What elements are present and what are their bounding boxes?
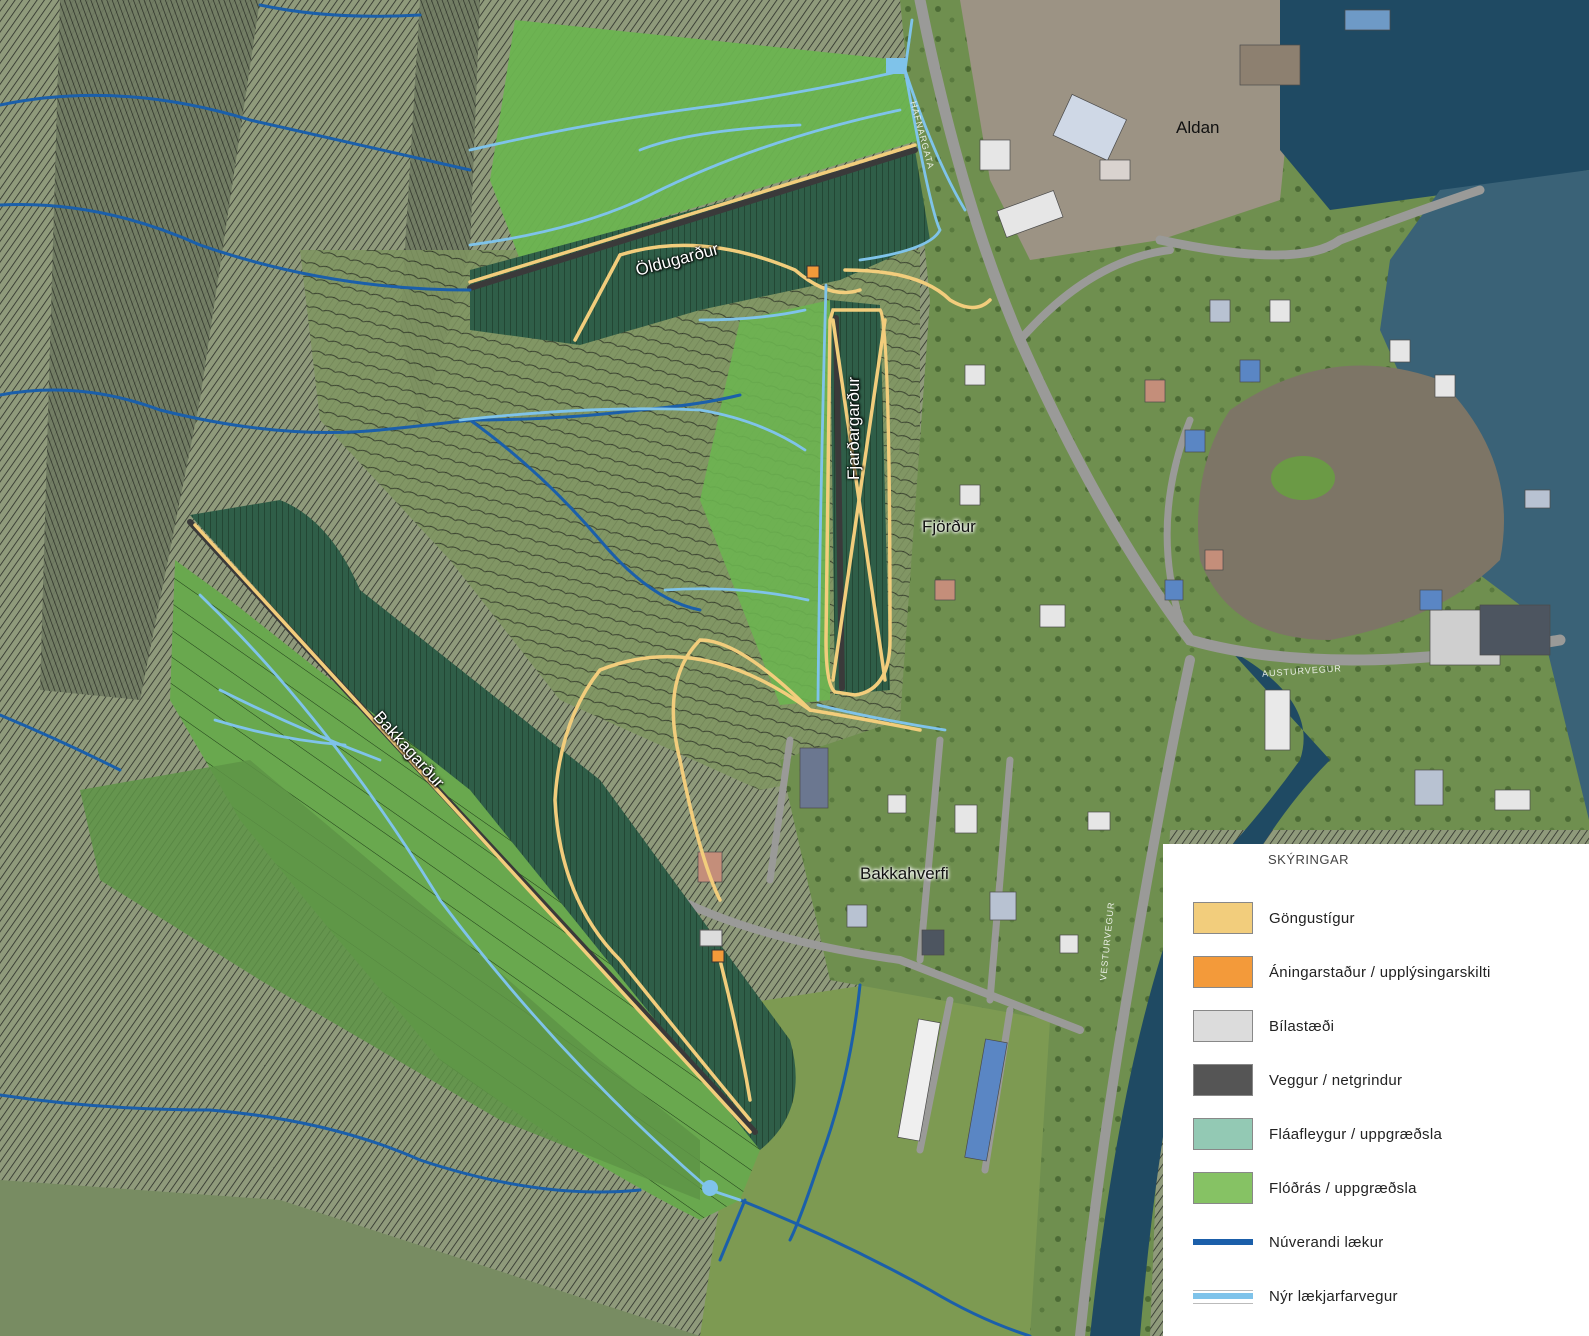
legend-label-nyr_laekjarfarvegur: Nýr lækjarfarvegur [1269,1287,1398,1305]
harbour-basin [1280,0,1589,210]
legend-item-gongustigur: Göngustígur [1193,891,1589,945]
fjardargardur-flood-channel [700,300,830,705]
legend-swatch-nuverandi_laekur [1193,1230,1253,1254]
legend-swatch-flodras [1193,1172,1253,1204]
lagoon-island [1271,456,1335,500]
legend-item-bilastaedi: Bílastæði [1193,999,1589,1053]
buildings [697,9,1551,1162]
walking-paths [193,143,992,1134]
oldugardur-flood-channel [490,20,920,260]
legend-item-flodras: Flóðrás / uppgræðsla [1193,1161,1589,1215]
label-fjardargardur: Fjarðargarður [844,377,863,480]
river [1090,650,1330,1336]
legend-item-nuverandi_laekur: Núverandi lækur [1193,1215,1589,1269]
legend-label-gongustigur: Göngustígur [1269,909,1355,927]
legend-swatch-nyr_laekjarfarvegur [1193,1284,1253,1308]
legend-title: SKÝRINGAR [1268,852,1350,867]
legend-label-aningarstadur: Áningarstaður / upplýsingarskilti [1269,963,1491,981]
legend-label-flaafleygur: Fláafleygur / uppgræðsla [1269,1125,1443,1143]
rest-stop-marker [711,949,725,963]
steep-slope-band [40,0,260,700]
label-aldan: Aldan [1176,118,1220,137]
legend-item-veggur: Veggur / netgrindur [1193,1053,1589,1107]
lower-slope [0,1180,700,1336]
bakkagardur-reclamation [80,760,700,1200]
legend-swatch-bilastaedi [1193,1010,1253,1042]
existing-streams [0,3,1032,1336]
legend-label-nuverandi_laekur: Núverandi lækur [1269,1233,1384,1251]
legend-swatch-veggur [1193,1064,1253,1096]
culvert-marker [702,1180,718,1196]
legend-item-flaafleygur: Fláafleygur / uppgræðsla [1193,1107,1589,1161]
legend-swatch-gongustigur [1193,902,1253,934]
legend-label-bilastaedi: Bílastæði [1269,1017,1335,1035]
label-fjordur: Fjörður [922,517,976,536]
legend-label-flodras: Flóðrás / uppgræðsla [1269,1179,1417,1197]
label-bakkahverfi: Bakkahverfi [860,864,949,883]
parking-marker [699,929,723,947]
culvert-marker [886,58,906,74]
legend-item-nyr_laekjarfarvegur: Nýr lækjarfarvegur [1193,1269,1589,1323]
legend-swatch-flaafleygur [1193,1118,1253,1150]
legend-label-veggur: Veggur / netgrindur [1269,1071,1403,1089]
rest-stop-marker [806,265,820,279]
legend-item-aningarstadur: Áningarstaður / upplýsingarskilti [1193,945,1589,999]
lagoon [1198,365,1504,640]
legend-swatch-aningarstadur [1193,956,1253,988]
new-stream-channels [198,18,967,1202]
